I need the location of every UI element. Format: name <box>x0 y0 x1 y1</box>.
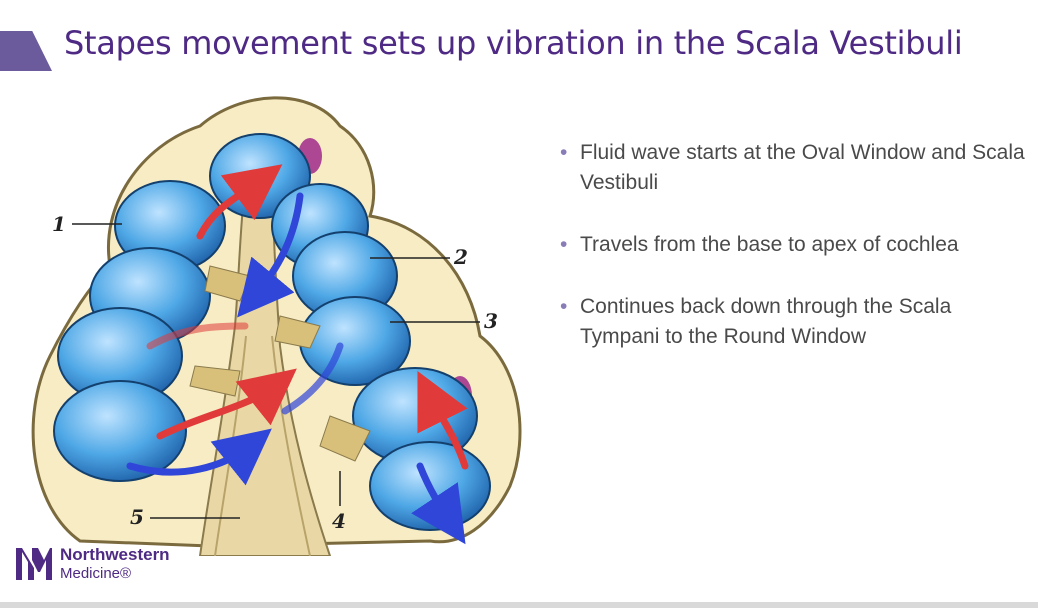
figure-label-4: 4 <box>332 509 346 533</box>
arrows-scala-vestibuli <box>146 164 469 470</box>
cochlea-svg: 1 2 3 4 5 <box>31 96 522 556</box>
slide-title: Stapes movement sets up vibration in the… <box>64 24 963 62</box>
bullet-item: Fluid wave starts at the Oval Window and… <box>560 138 1030 198</box>
figure-label-5: 5 <box>130 505 144 529</box>
figure-label-3: 3 <box>484 309 498 333</box>
title-accent-shape <box>0 31 52 71</box>
bullet-list: Fluid wave starts at the Oval Window and… <box>560 138 1030 384</box>
bullet-item: Travels from the base to apex of cochlea <box>560 230 1030 260</box>
figure-leaders <box>72 223 480 519</box>
logo-name: Northwestern <box>60 545 170 564</box>
bullet-item: Continues back down through the Scala Ty… <box>560 292 1030 352</box>
figure-label-2: 2 <box>453 245 468 269</box>
cochlea-illustration: 1 2 3 4 5 <box>10 86 550 556</box>
bottom-rule <box>0 602 1038 608</box>
northwestern-medicine-logo: Northwestern Medicine® <box>14 544 214 584</box>
arrows-scala-tympani <box>126 192 466 545</box>
logo-subtitle: Medicine® <box>60 565 132 582</box>
nm-logo-icon <box>16 548 52 580</box>
figure-label-1: 1 <box>52 212 66 236</box>
